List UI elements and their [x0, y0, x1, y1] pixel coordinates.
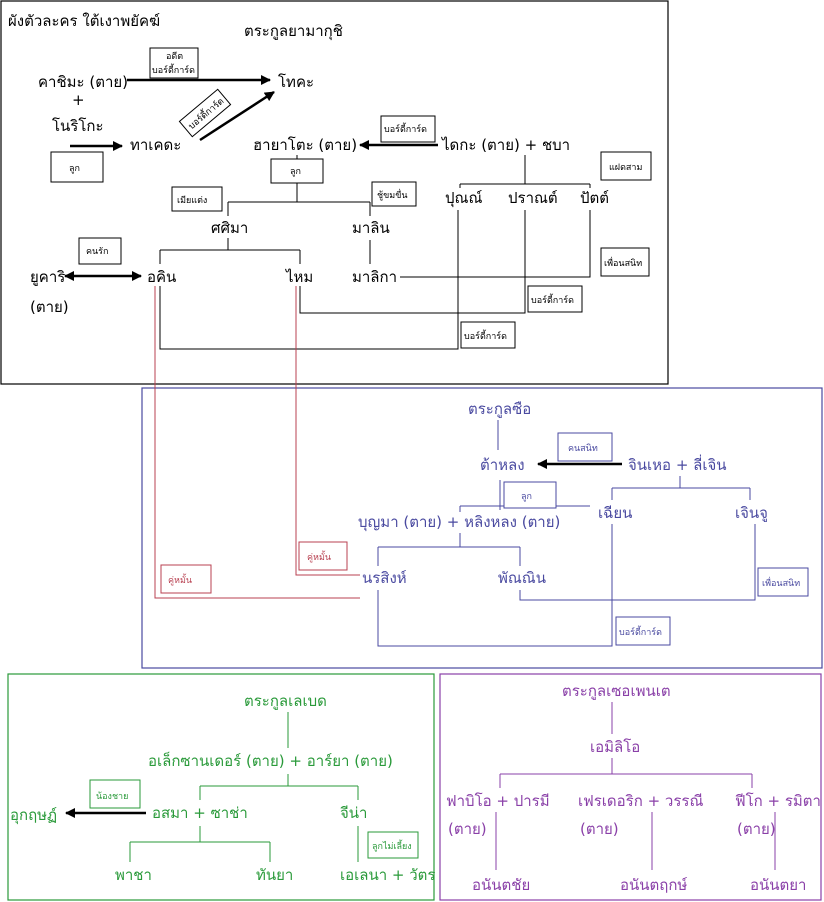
node-malin: มาลิน: [352, 219, 390, 237]
label-child-2: ลูก: [290, 167, 301, 177]
label-past-bodyguard-2: บอร์ดี้การ์ด: [152, 63, 195, 76]
node-jina: จีน่า: [340, 804, 368, 822]
node-anantaya: อนันตยา: [750, 876, 806, 894]
node-mai: ไหม: [285, 268, 313, 286]
label-fiance-mai: คู่หมั้น: [307, 550, 331, 563]
node-ukrit: อุกฤษฏ์: [10, 806, 57, 825]
label-close-friend: คนสนิท: [568, 443, 598, 454]
node-nian: เฉียน: [598, 504, 632, 522]
node-norikoko: โนริโกะ: [52, 117, 104, 135]
panel-sue: [141, 387, 823, 669]
node-anantarit: อนันตฤกษ์: [620, 876, 688, 894]
label-friend-sue: เพื่อนสนิท: [762, 576, 800, 589]
label-bodyguard-daika: บอร์ดี้การ์ด: [384, 122, 427, 135]
node-punyan: ปุณณ์: [445, 189, 482, 208]
node-akin: อคิน: [147, 268, 176, 286]
family-sue: ตระกูลซือ: [468, 400, 531, 418]
label-lover: คนรัก: [86, 247, 108, 257]
label-fiance-akin: คู่หมั้น: [168, 573, 192, 586]
label-child-sue: ลูก: [521, 492, 532, 502]
node-phannin: พัณณิน: [498, 569, 546, 587]
label-past-bodyguard-1: อดีต: [166, 51, 183, 62]
node-norasing: นรสิงห์: [362, 569, 407, 587]
node-figo-dead: (ตาย): [737, 820, 776, 838]
label-brother: น้องชาย: [96, 791, 128, 802]
node-sasima: ศศิมา: [211, 219, 248, 237]
panel-serpente: [439, 673, 822, 901]
node-alexander: อเล็กซานเดอร์ (ตาย) + อาร์ยา (ตาย): [148, 751, 393, 770]
node-osma: อสมา + ซาช่า: [152, 804, 248, 822]
node-pran: ปราณต์: [508, 189, 558, 207]
panel-yamaguchi: [0, 0, 669, 385]
plus-sign: +: [72, 91, 85, 109]
node-federico-dead: (ตาย): [580, 820, 619, 838]
node-daika: ไดกะ (ตาย) + ชบา: [441, 136, 570, 154]
label-bodyguard-bottom: บอร์ดี้การ์ด: [464, 329, 507, 342]
node-emilio: เอมิลิโอ: [590, 738, 640, 756]
node-hayato: ฮายาโตะ (ตาย): [253, 136, 357, 154]
family-yamaguchi: ตระกูลยามากุชิ: [244, 22, 343, 41]
node-tahlong: ต้าหลง: [480, 456, 525, 474]
node-jinhao: จินเหอ + ลี่เจิน: [628, 454, 727, 474]
node-fabio-dead: (ตาย): [448, 820, 487, 838]
chart-title: ผังตัวละคร ใต้เงาพยัคฆ์: [8, 12, 160, 30]
label-child-1: ลูก: [69, 164, 80, 174]
node-elena: เอเลนา + วัตร: [340, 866, 435, 884]
node-malika: มาลิกา: [352, 268, 397, 286]
node-takeda: ทาเคดะ: [130, 136, 181, 154]
panel-lebed: [7, 673, 435, 901]
label-triplets: แฝดสาม: [609, 163, 642, 173]
node-jinju: เจินจู: [735, 504, 768, 522]
label-lover-secret: ชู้ขมขื่น: [377, 188, 408, 201]
node-anantachai: อนันตชัย: [472, 876, 530, 894]
family-lebed: ตระกูลเลเบด: [244, 692, 327, 710]
label-stepchild: ลูกไม่เลี้ยง: [372, 839, 412, 852]
node-tanya: ทันยา: [256, 866, 293, 884]
label-bodyguard-sue: บอร์ดี้การ์ด: [619, 625, 662, 638]
label-bodyguard-pran: บอร์ดี้การ์ด: [531, 293, 574, 306]
node-boonma: บุญมา (ตาย) + หลิงหลง (ตาย): [358, 513, 560, 532]
label-friend: เพื่อนสนิท: [604, 256, 642, 269]
node-yukari: ยูคาริ: [30, 268, 65, 286]
node-fabio: ฟาบิโอ + ปารมี: [446, 792, 550, 810]
node-tokada: โทคะ: [278, 73, 314, 91]
node-pacha: พาชา: [115, 866, 152, 884]
node-figo: ฟีโก + รมิตา: [735, 792, 821, 810]
node-federico: เฟรเดอริก + วรรณี: [578, 792, 703, 810]
node-pat: ปัตต์: [580, 189, 609, 207]
family-serpente: ตระกูลเซอเพนเต: [562, 682, 671, 700]
node-yukari-dead: (ตาย): [30, 298, 69, 316]
node-kashima: คาชิมะ (ตาย): [38, 73, 128, 91]
label-minor-wife: เมียแต่ง: [177, 195, 207, 206]
